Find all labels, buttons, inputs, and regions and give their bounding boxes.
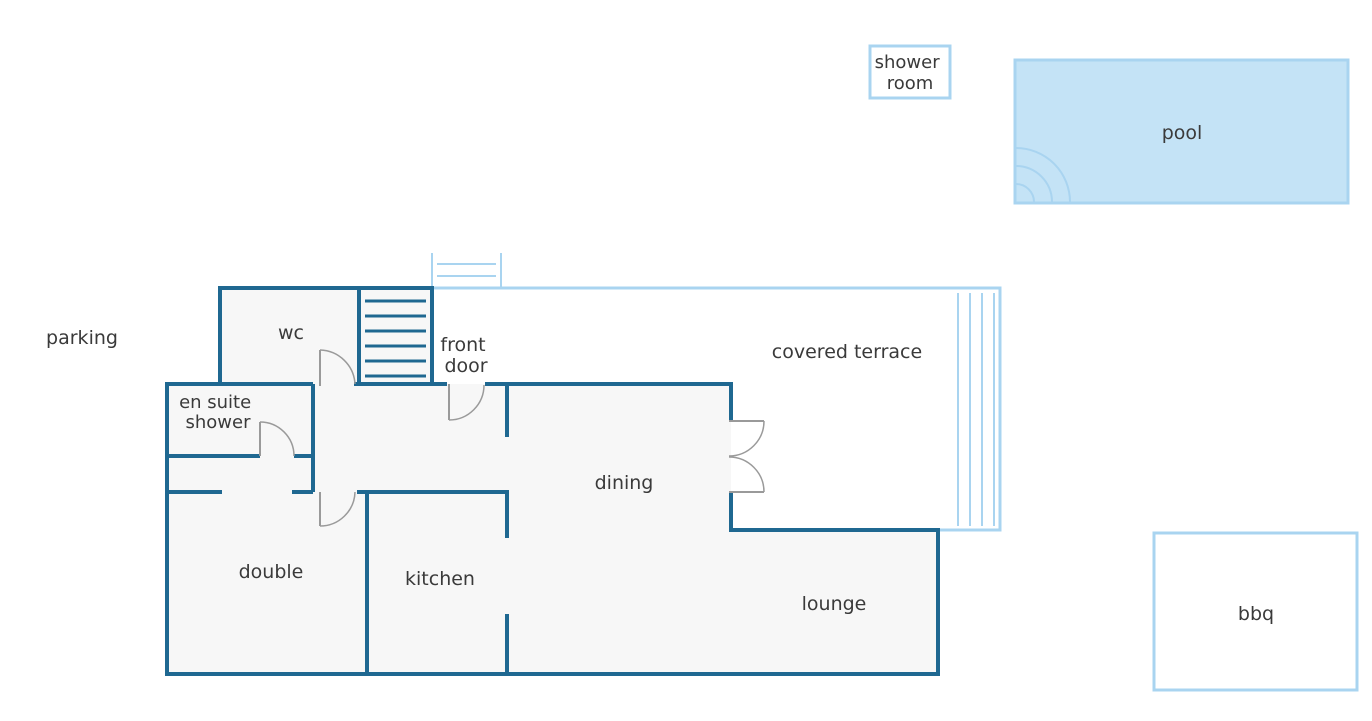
en-suite-shower-label: en suite shower [179,392,257,433]
bbq-label: bbq [1238,603,1274,625]
front-door-label: front door [440,334,491,377]
shower-room-label: shower room [875,52,946,94]
exterior-stairs-icon [431,253,502,288]
en-suite-door-icon [259,421,295,457]
en-suite-shower-label-line1: en suite [179,392,251,413]
bbq-area [1152,531,1359,692]
dining-label: dining [595,472,654,494]
wc-door-icon [319,349,356,386]
terrace-steps-icon [957,293,995,526]
shower-room [868,44,952,100]
pool-steps-icon [1015,147,1071,203]
double-room-door-icon [319,491,356,527]
shower-room-label-line2: room [887,73,934,94]
front-door-label-line2: door [444,355,487,377]
interior-floor [167,288,939,674]
terrace-french-doors-icon [728,420,765,493]
front-door-label-line1: front [440,334,485,356]
shower-room-label-line1: shower [875,52,941,73]
covered-terrace-outline [432,286,1002,532]
lounge-label: lounge [802,593,867,615]
double-label: double [239,561,304,583]
parking-label: parking [46,327,118,349]
wc-label: wc [278,322,304,344]
front-door-icon [448,384,485,421]
walls [165,286,940,676]
stairwell-icon [365,299,426,378]
pool [1013,58,1350,205]
pool-label: pool [1162,122,1203,144]
covered-terrace-label: covered terrace [772,341,922,363]
kitchen-label: kitchen [405,568,475,590]
en-suite-shower-label-line2: shower [186,412,252,433]
